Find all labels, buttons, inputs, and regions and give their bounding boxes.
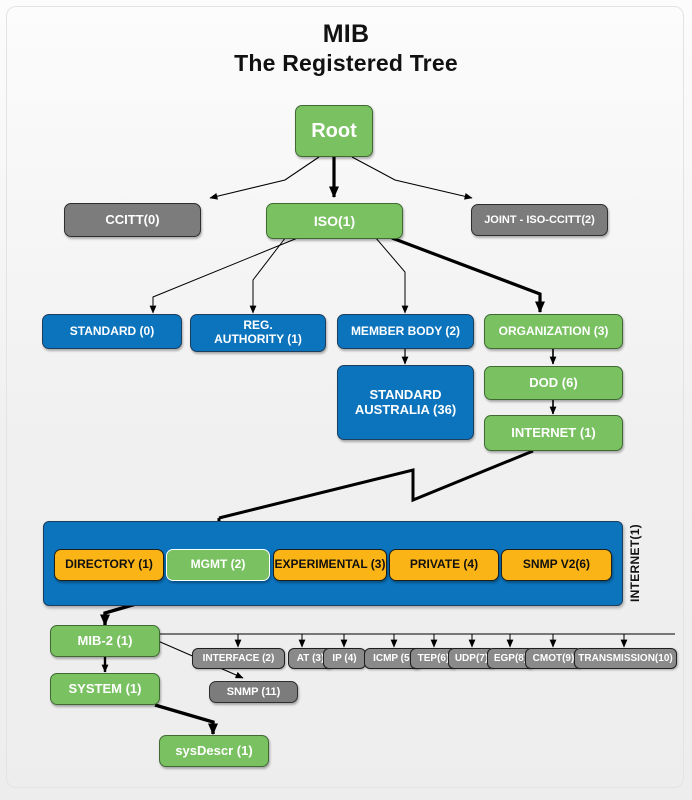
node-joint-iso-ccitt[interactable]: JOINT - ISO-CCITT(2)	[471, 204, 608, 236]
node-dod[interactable]: DOD (6)	[484, 366, 623, 400]
node-reg-authority-label: REG. AUTHORITY (1)	[214, 318, 302, 346]
node-at-label: AT (3)	[296, 652, 325, 664]
node-snmp-11-label: SNMP (11)	[226, 685, 281, 698]
node-internet-label: INTERNET (1)	[511, 424, 596, 440]
node-standard-australia[interactable]: STANDARD AUSTRALIA (36)	[337, 365, 474, 440]
node-udp-label: UDP(7)	[454, 652, 489, 664]
node-member-body-label: MEMBER BODY (2)	[350, 323, 461, 338]
node-ip[interactable]: IP (4)	[323, 648, 366, 669]
title-line-1: MIB	[322, 20, 370, 48]
node-icmp[interactable]: ICMP (5)	[364, 648, 422, 669]
node-snmp-11[interactable]: SNMP (11)	[209, 681, 298, 703]
node-mib-2-label: MIB-2 (1)	[77, 632, 133, 648]
node-private[interactable]: PRIVATE (4)	[389, 549, 499, 581]
page-title: MIB The Registered Tree	[0, 20, 692, 78]
node-cmot-label: CMOT(9)	[532, 652, 575, 664]
node-standard-australia-label: STANDARD AUSTRALIA (36)	[354, 386, 457, 417]
node-transmission[interactable]: TRANSMISSION(10)	[574, 648, 677, 669]
node-interface[interactable]: INTERFACE (2)	[192, 648, 285, 669]
node-directory[interactable]: DIRECTORY (1)	[54, 549, 164, 581]
node-snmp-v2-label: SNMP V2(6)	[522, 557, 591, 572]
node-ip-label: IP (4)	[332, 652, 357, 664]
node-member-body[interactable]: MEMBER BODY (2)	[337, 314, 474, 349]
node-internet[interactable]: INTERNET (1)	[484, 415, 623, 451]
node-directory-label: DIRECTORY (1)	[65, 557, 153, 572]
node-organization[interactable]: ORGANIZATION (3)	[484, 314, 623, 349]
node-dod-label: DOD (6)	[529, 374, 578, 390]
node-tep-label: TEP(6)	[417, 652, 450, 664]
node-private-label: PRIVATE (4)	[409, 557, 479, 572]
node-standard[interactable]: STANDARD (0)	[42, 314, 182, 349]
node-tep[interactable]: TEP(6)	[410, 648, 457, 669]
node-iso[interactable]: ISO(1)	[266, 203, 403, 239]
node-experimental-label: EXPERIMENTAL (3)	[274, 557, 386, 572]
node-root-label: Root	[311, 119, 357, 142]
node-mib-2[interactable]: MIB-2 (1)	[50, 625, 160, 657]
node-system[interactable]: SYSTEM (1)	[50, 673, 160, 705]
title-line-2: The Registered Tree	[234, 50, 458, 76]
node-standard-label: STANDARD (0)	[69, 323, 155, 338]
node-icmp-label: ICMP (5)	[373, 652, 413, 664]
node-organization-label: ORGANIZATION (3)	[498, 323, 609, 338]
node-system-label: SYSTEM (1)	[68, 680, 142, 696]
node-transmission-label: TRANSMISSION(10)	[578, 652, 673, 664]
node-snmp-v2[interactable]: SNMP V2(6)	[501, 549, 612, 581]
node-egp[interactable]: EGP(8)	[487, 648, 534, 669]
node-egp-label: EGP(8)	[493, 652, 528, 664]
node-mgmt[interactable]: MGMT (2)	[166, 549, 270, 581]
node-mgmt-label: MGMT (2)	[190, 557, 246, 572]
node-sysdescr-label: sysDescr (1)	[175, 742, 253, 758]
node-ccitt-label: CCITT(0)	[105, 211, 160, 227]
internet-group-side-label: INTERNET(1)	[628, 524, 642, 603]
node-experimental[interactable]: EXPERIMENTAL (3)	[273, 549, 387, 581]
node-interface-label: INTERFACE (2)	[202, 652, 275, 664]
node-iso-label: ISO(1)	[313, 212, 356, 229]
node-root[interactable]: Root	[295, 105, 373, 157]
node-reg-authority[interactable]: REG. AUTHORITY (1)	[190, 314, 326, 352]
node-sysdescr[interactable]: sysDescr (1)	[159, 735, 269, 767]
node-ccitt[interactable]: CCITT(0)	[64, 203, 201, 237]
node-joint-iso-ccitt-label: JOINT - ISO-CCITT(2)	[484, 213, 595, 226]
